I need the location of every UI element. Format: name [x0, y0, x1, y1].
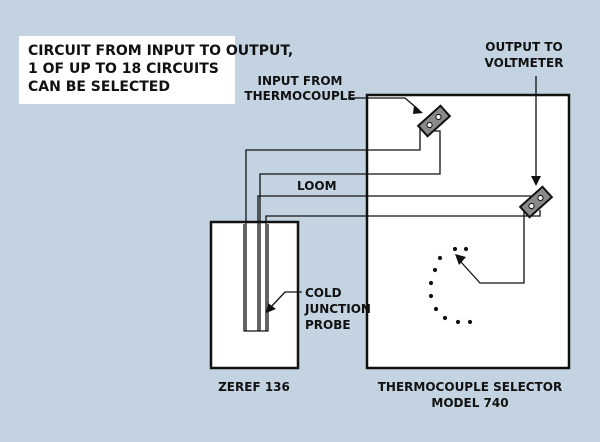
selector-box — [365, 93, 571, 370]
input-arrowhead — [413, 105, 423, 114]
output-label-line-2: VOLTMETER — [485, 56, 564, 70]
wire-input-b — [259, 130, 441, 331]
output-arrowhead — [531, 176, 541, 186]
probe-label-line-3: PROBE — [305, 318, 351, 332]
contact-dot — [428, 280, 434, 286]
caption-line-3: CAN BE SELECTED — [28, 79, 170, 95]
output-label-line-1: OUTPUT TO — [485, 40, 562, 54]
input-connector — [416, 104, 452, 138]
wire-output-b — [265, 210, 541, 331]
probe-leader — [269, 291, 302, 309]
contact-dot — [432, 267, 438, 273]
caption-box — [19, 36, 235, 104]
contact-dot — [437, 255, 443, 261]
selector-label-line-2: MODEL 740 — [431, 396, 508, 410]
selector-contacts — [428, 246, 473, 325]
loom-label: LOOM — [297, 179, 337, 193]
probe-label-line-2: JUNCTION — [304, 302, 371, 316]
input-label-line-2: THERMOCOUPLE — [244, 89, 355, 103]
contact-dot — [463, 246, 469, 252]
wire-output-a — [257, 195, 531, 331]
probe-arrowhead — [266, 303, 276, 313]
input-label-line-1: INPUT FROM — [258, 74, 343, 88]
caption-line-2: 1 OF UP TO 18 CIRCUITS — [28, 61, 219, 77]
contact-dot — [433, 306, 439, 312]
contact-dot — [452, 246, 458, 252]
contact-dot — [467, 319, 473, 325]
probe-tube — [243, 224, 269, 332]
wiper-arrowhead — [455, 254, 466, 265]
zeref-label: ZEREF 136 — [218, 380, 290, 394]
selector-label-line-1: THERMOCOUPLE SELECTOR — [378, 380, 563, 394]
contact-dot — [442, 315, 448, 321]
caption-line-1: CIRCUIT FROM INPUT TO OUTPUT, — [28, 43, 293, 59]
output-connector — [518, 185, 554, 219]
probe-label-line-1: COLD — [305, 286, 342, 300]
zeref-box — [209, 220, 300, 370]
selector-wiper — [460, 210, 525, 284]
contact-dot — [428, 293, 434, 299]
contact-dot — [455, 319, 461, 325]
